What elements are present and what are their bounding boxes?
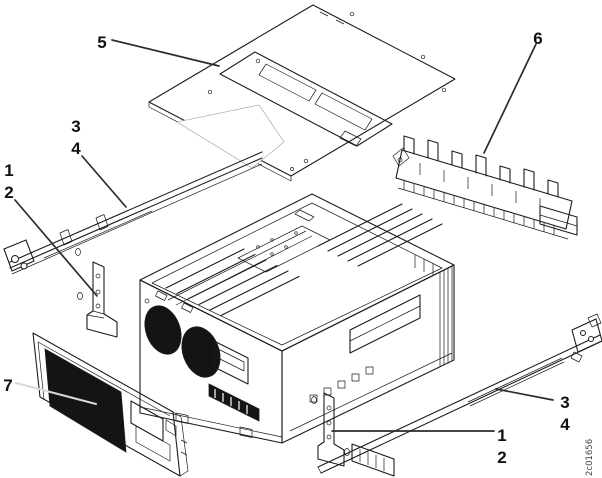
left-slide-rail [3,151,263,275]
callout-left-latch-b: 2 [4,183,13,202]
cover-label-area [176,104,285,169]
right-latch-bracket [311,392,395,477]
left-latch-bracket [75,248,118,338]
media-bay [213,340,249,385]
callout-top-cover: 5 [97,33,106,52]
callout-left-rail-b: 4 [71,139,81,158]
center-platform [237,225,331,273]
callout-left-latch-a: 1 [4,161,13,180]
mount-hole [75,248,81,256]
front-vents [208,383,260,422]
pci-slots [165,248,300,317]
top-cover [148,4,456,182]
callout-right-rail-a: 3 [560,393,569,412]
callout-right-rail-b: 4 [560,415,570,434]
server-chassis [139,193,455,444]
callout-right-latch-a: 1 [497,426,506,445]
rear-card-cage [392,135,578,240]
callout-numbers: 5 6 3 4 1 2 7 3 4 1 2 [3,29,570,467]
right-slide-rail [317,313,602,474]
mount-hole [77,292,83,300]
callout-left-rail-a: 3 [71,117,80,136]
artwork-id: 2c01656 [585,439,595,476]
rail-end-bracket [571,318,602,353]
rail-end-bracket [3,239,35,272]
front-fan-right [181,326,221,378]
callout-front-bezel: 7 [3,376,12,395]
front-bezel [32,332,189,477]
front-fan-left [144,305,182,355]
callout-rear-component: 6 [533,29,542,48]
latch-foot [351,443,395,477]
mount-hole [311,396,317,404]
mount-hole [344,448,350,456]
callout-leaders [14,39,554,432]
callout-right-latch-b: 2 [497,448,506,467]
side-panel-detail [349,294,421,354]
memory-slots [317,203,443,267]
